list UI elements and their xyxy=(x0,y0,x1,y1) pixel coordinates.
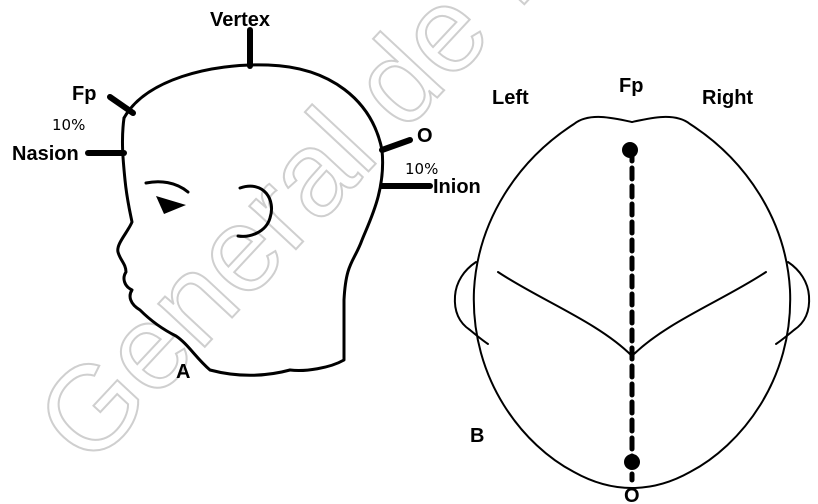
left-label: Left xyxy=(492,87,529,109)
fp-marker xyxy=(110,97,133,113)
nasion-label: Nasion xyxy=(12,143,79,165)
o-label-a: O xyxy=(417,125,433,147)
fp-label-b: Fp xyxy=(619,75,643,97)
fp-electrode xyxy=(622,142,638,158)
right-label: Right xyxy=(702,87,753,109)
left-ear xyxy=(455,262,488,344)
eye xyxy=(156,196,186,214)
o-electrode xyxy=(624,454,640,470)
right-curve xyxy=(632,272,766,356)
front-percent-label: 10% xyxy=(52,116,85,134)
right-ear xyxy=(776,262,809,344)
vertex-label: Vertex xyxy=(210,9,270,31)
eyebrow xyxy=(146,182,188,192)
panel-b-label: B xyxy=(470,425,484,447)
panel-a-label: A xyxy=(176,361,190,383)
inion-label: Inion xyxy=(433,176,481,198)
o-label-b: O xyxy=(624,485,640,504)
left-curve xyxy=(498,272,632,356)
figure-b-top-view: Fp Left Right O B xyxy=(455,75,809,504)
fp-label-a: Fp xyxy=(72,83,96,105)
